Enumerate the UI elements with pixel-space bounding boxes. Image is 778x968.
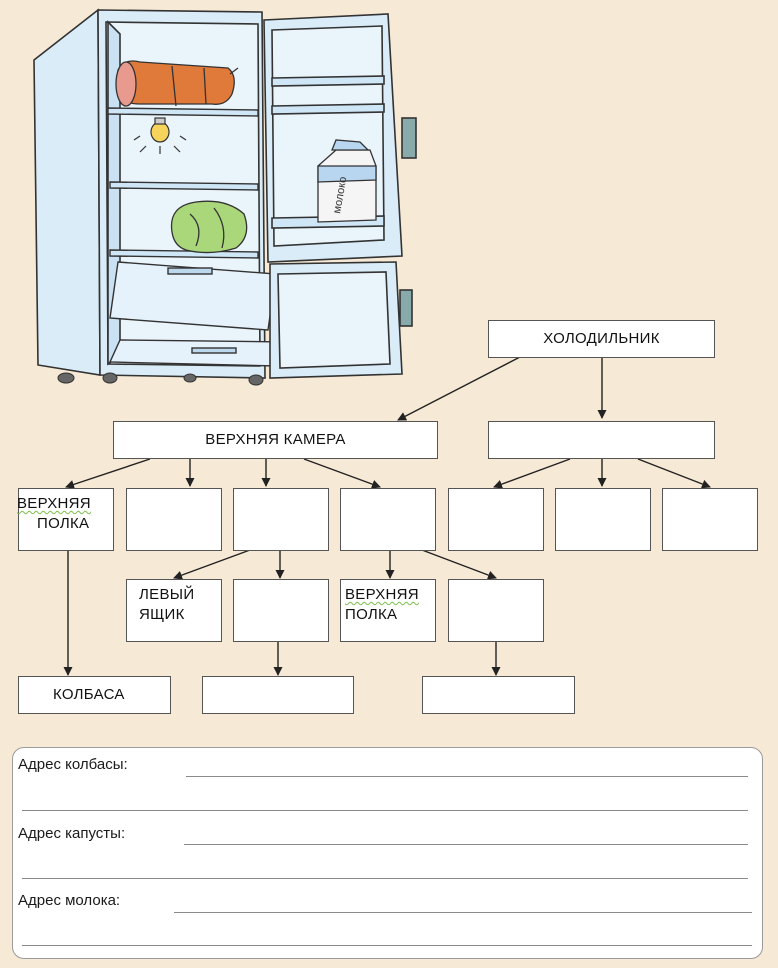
upper-shelf-label-line2: ПОЛКА xyxy=(37,515,90,532)
upper-shelf-label-line1: ВЕРХНЯЯ xyxy=(17,495,91,512)
address-sausage-line-1[interactable] xyxy=(186,776,748,777)
empty-box-l2-5[interactable] xyxy=(448,488,544,551)
upper-shelf-box: ВЕРХНЯЯ ПОЛКА xyxy=(17,488,114,551)
address-cabbage-line-2[interactable] xyxy=(22,878,748,879)
sausage-label: КОЛБАСА xyxy=(53,686,125,703)
lamp-illustration xyxy=(133,117,187,154)
left-drawer-box: ЛЕВЫЙ ЯЩИК xyxy=(126,579,222,642)
sausage-illustration xyxy=(115,60,239,107)
cabbage-illustration xyxy=(170,200,248,254)
fridge-illustration: молоко xyxy=(33,8,417,386)
empty-box-l2-4[interactable] xyxy=(340,488,436,551)
sausage-box: КОЛБАСА xyxy=(18,676,171,714)
shelves xyxy=(107,107,259,259)
upper-chamber-label: ВЕРХНЯЯ КАМЕРА xyxy=(205,431,346,448)
milk-carton-illustration xyxy=(317,139,377,223)
empty-box-l2-2[interactable] xyxy=(126,488,222,551)
fridge-feet xyxy=(57,372,264,386)
left-drawer-label-line2: ЯЩИК xyxy=(139,606,185,623)
upper-shelf-2-label-line1: ВЕРХНЯЯ xyxy=(345,586,419,603)
address-sausage-line-2[interactable] xyxy=(22,810,748,811)
address-cabbage-label: Адрес капусты: xyxy=(18,825,126,842)
root-box-fridge: ХОЛОДИЛЬНИК xyxy=(488,320,715,358)
address-panel xyxy=(12,747,763,959)
address-milk-label: Адрес молока: xyxy=(18,892,121,909)
empty-box-l3-4[interactable] xyxy=(448,579,544,642)
empty-box-l3-2[interactable] xyxy=(233,579,329,642)
empty-box-l4-3[interactable] xyxy=(422,676,575,714)
upper-shelf-box-2: ВЕРХНЯЯ ПОЛКА xyxy=(340,579,436,642)
empty-box-l4-2[interactable] xyxy=(202,676,354,714)
tree-connectors xyxy=(63,356,711,676)
left-drawer-label-line1: ЛЕВЫЙ xyxy=(139,586,195,603)
empty-box-l2-7[interactable] xyxy=(662,488,758,551)
address-milk-line-1[interactable] xyxy=(174,912,752,913)
lower-chamber-box[interactable] xyxy=(488,421,715,459)
root-label: ХОЛОДИЛЬНИК xyxy=(543,330,660,347)
address-milk-line-2[interactable] xyxy=(22,945,752,946)
address-sausage-label: Адрес колбасы: xyxy=(18,756,128,773)
upper-chamber-box: ВЕРХНЯЯ КАМЕРА xyxy=(113,421,438,459)
upper-shelf-2-label-line2: ПОЛКА xyxy=(345,606,398,623)
address-cabbage-line-1[interactable] xyxy=(184,844,748,845)
crisper-drawer xyxy=(108,261,292,367)
empty-box-l2-6[interactable] xyxy=(555,488,651,551)
empty-box-l2-3[interactable] xyxy=(233,488,329,551)
